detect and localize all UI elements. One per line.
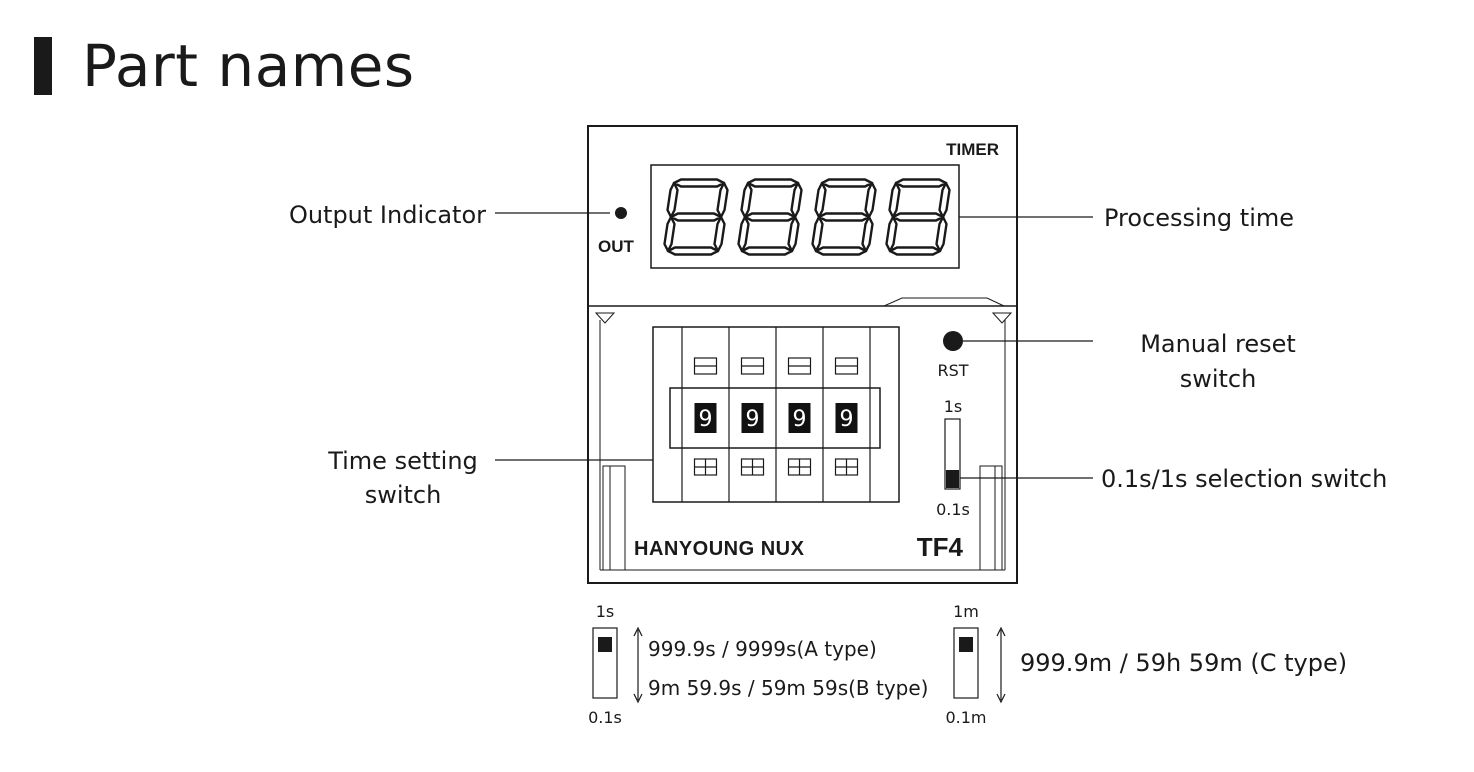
display-seg-top (820, 178, 874, 188)
left-range-line2: 9m 59.9s / 59m 59s(B type) (648, 676, 929, 700)
manual-reset-callout-line1: Manual reset (1140, 330, 1296, 358)
selection-switch-knob[interactable] (946, 470, 959, 488)
left-side-slot (602, 465, 626, 571)
right-range-line1: 999.9m / 59h 59m (C type) (1020, 649, 1347, 677)
display-seg-mid (817, 212, 871, 222)
output-indicator-led (615, 207, 627, 219)
selection-switch-callout: 0.1s/1s selection switch (1101, 465, 1387, 493)
decrement-button[interactable] (693, 357, 718, 375)
top-tab (883, 297, 1005, 307)
display-seg-lower-right (935, 215, 948, 253)
processing-time-callout: Processing time (1104, 204, 1294, 232)
page-title: Part names (82, 32, 415, 100)
manual-reset-button[interactable] (943, 331, 963, 351)
display-seg-lower-right (713, 215, 726, 253)
decrement-button[interactable] (787, 357, 812, 375)
display-seg-lower-right (861, 215, 874, 253)
increment-button[interactable] (740, 458, 765, 476)
left-range-top-label: 1s (596, 602, 615, 621)
right-range-switch-knob (959, 637, 973, 652)
display-seg-lower-right (787, 215, 800, 253)
display-seg-lower-left (811, 215, 824, 253)
left-range-line1: 999.9s / 9999s(A type) (648, 637, 877, 661)
decrement-button[interactable] (834, 357, 859, 375)
display-seg-mid (669, 212, 723, 222)
display-seg-mid (743, 212, 797, 222)
setting-digit: 9 (699, 407, 713, 432)
switch-top-label: 1s (944, 397, 963, 416)
switch-bottom-label: 0.1s (936, 500, 970, 519)
increment-button[interactable] (693, 458, 718, 476)
display-seg-lower-left (663, 215, 676, 253)
display-seg-top (894, 178, 948, 188)
time-setting-callout-line2: switch (365, 481, 442, 509)
left-notch (594, 312, 616, 324)
title-accent-bar (34, 37, 52, 95)
setting-digit: 9 (840, 407, 854, 432)
out-label: OUT (598, 237, 635, 256)
display-seg-bottom (888, 246, 942, 256)
right-range-bottom-label: 0.1m (945, 708, 986, 727)
output-indicator-callout: Output Indicator (289, 201, 486, 229)
increment-button[interactable] (787, 458, 812, 476)
right-range-arrow-up (996, 626, 1006, 637)
left-range-bottom-label: 0.1s (588, 708, 622, 727)
left-range-arrow-down (633, 693, 643, 704)
display-seg-bottom (814, 246, 868, 256)
brand-logo: HANYOUNG NUX (634, 538, 805, 560)
display-seg-lower-left (885, 215, 898, 253)
display-digit: 8 (811, 178, 877, 256)
right-range-top-label: 1m (953, 602, 979, 621)
setting-digit-box (694, 403, 717, 433)
left-range-switch (592, 627, 618, 699)
right-range-arrow-down (996, 693, 1006, 704)
display-seg-top (672, 178, 726, 188)
decrement-button[interactable] (740, 357, 765, 375)
increment-button[interactable] (834, 458, 859, 476)
seven-segment-display: 8888 (663, 178, 951, 256)
setting-digit-box (741, 403, 764, 433)
setting-digit: 9 (746, 407, 760, 432)
range-legend-left: 1s 0.1s 999.9s / 9999s(A type) 9m 59.9s … (588, 602, 928, 727)
display-digit: 8 (885, 178, 951, 256)
left-range-switch-knob (598, 637, 612, 652)
left-range-arrow-up (633, 626, 643, 637)
display-seg-top (746, 178, 800, 188)
setting-digit: 9 (793, 407, 807, 432)
display-seg-bottom (740, 246, 794, 256)
callout-lines (495, 212, 1093, 479)
time-setting-callout-line1: Time setting (327, 447, 478, 475)
right-side-slot (979, 465, 1003, 571)
display-seg-mid (891, 212, 945, 222)
timer-label: TIMER (946, 140, 999, 159)
display-digit: 8 (737, 178, 803, 256)
setting-columns: 9 9 9 9 (681, 327, 871, 502)
rst-label: RST (937, 361, 968, 380)
range-legend-right: 1m 0.1m 999.9m / 59h 59m (C type) (945, 602, 1347, 727)
model-name: TF4 (917, 532, 964, 562)
timer-device: TIMER OUT 8888 9999 RST 1s 0.1s HANYOUNG… (587, 125, 1018, 584)
setting-digit-box (788, 403, 811, 433)
manual-reset-callout-line2: switch (1180, 365, 1257, 393)
display-seg-bottom (666, 246, 720, 256)
display-seg-lower-left (737, 215, 750, 253)
setting-digit-box (835, 403, 858, 433)
right-notch (991, 312, 1013, 324)
display-digit: 8 (663, 178, 729, 256)
